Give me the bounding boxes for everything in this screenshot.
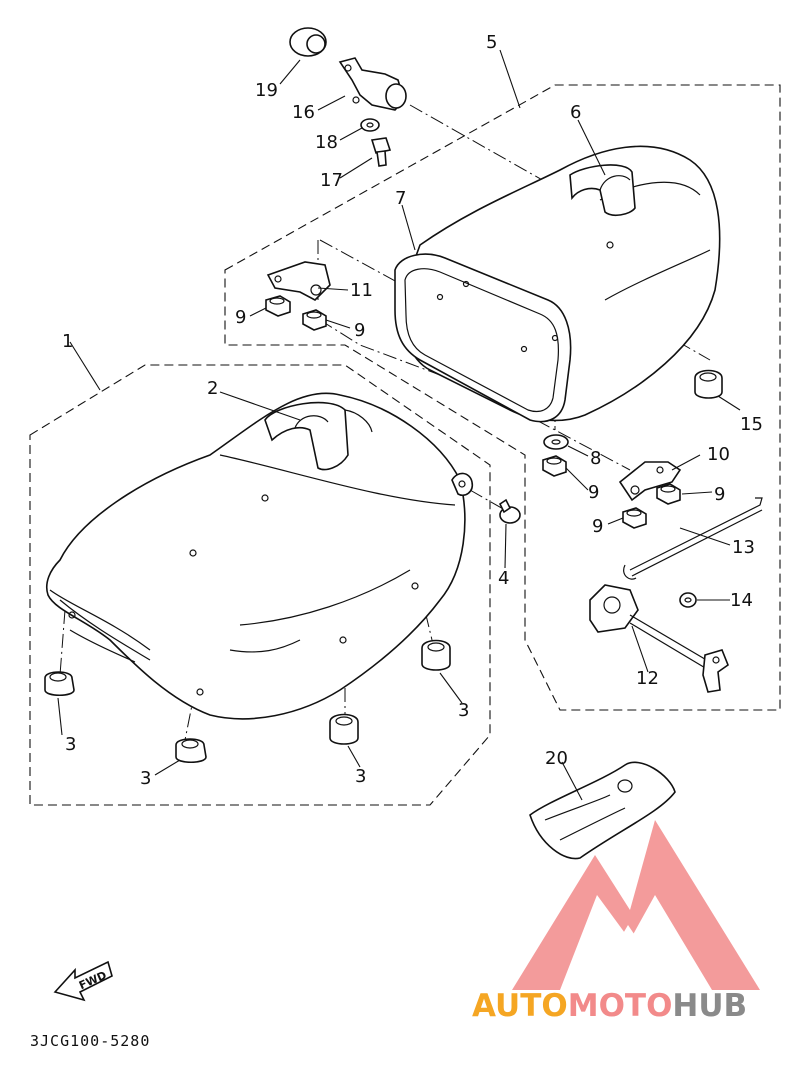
callout-18: 18 xyxy=(315,132,338,153)
rear-seat xyxy=(394,145,721,423)
part-3-damper-a xyxy=(44,671,75,697)
part-18-washer xyxy=(360,118,380,132)
callout-9a: 9 xyxy=(235,307,246,328)
part-9-nut-e xyxy=(622,507,647,529)
callout-3b: 3 xyxy=(140,768,151,789)
callout-13: 13 xyxy=(732,537,755,558)
part-10-bracket xyxy=(618,461,682,502)
callout-3c: 3 xyxy=(355,766,366,787)
callout-7: 7 xyxy=(395,188,406,209)
group-box-front-seat xyxy=(29,364,491,806)
callout-9c: 9 xyxy=(588,482,599,503)
callout-20: 20 xyxy=(545,748,568,769)
callouts: 1 2 3 3 3 3 4 5 6 7 8 9 9 9 9 9 10 11 12… xyxy=(62,32,763,789)
callout-1: 1 xyxy=(62,331,73,352)
part-13-rod xyxy=(623,497,763,580)
part-20-bag xyxy=(529,761,676,860)
leader-lines xyxy=(57,49,741,801)
callout-9d: 9 xyxy=(714,484,725,505)
part-3-damper-c xyxy=(329,713,359,745)
part-9-nut-d xyxy=(656,483,681,505)
callout-5: 5 xyxy=(486,32,497,53)
callout-16: 16 xyxy=(292,102,315,123)
callout-19: 19 xyxy=(255,80,278,101)
callout-15: 15 xyxy=(740,414,763,435)
callout-8: 8 xyxy=(590,448,601,469)
part-9-nut-b xyxy=(302,309,327,331)
rear-seat-strap xyxy=(569,164,636,217)
part-11-bracket xyxy=(266,261,331,301)
callout-9b: 9 xyxy=(354,320,365,341)
part-14-washer xyxy=(679,592,697,608)
callout-2: 2 xyxy=(207,378,218,399)
watermark-logo xyxy=(512,820,760,990)
watermark-hub: HUB xyxy=(672,988,747,1024)
part-15-damper xyxy=(694,369,723,399)
callout-12: 12 xyxy=(636,668,659,689)
watermark-text: AUTOMOTOHUB xyxy=(472,988,747,1024)
callout-11: 11 xyxy=(350,280,373,301)
part-8-washer xyxy=(543,434,569,450)
watermark-moto: MOTO xyxy=(568,988,673,1024)
front-seat-strap xyxy=(264,401,349,471)
part-16-lock xyxy=(338,57,407,111)
callout-10: 10 xyxy=(707,444,730,465)
part-9-nut-c xyxy=(542,455,567,477)
part-17-bolt xyxy=(370,137,392,167)
part-4-bolt xyxy=(498,498,521,524)
callout-4: 4 xyxy=(498,568,509,589)
part-9-nut-a xyxy=(265,295,291,317)
fwd-arrow: FWD xyxy=(53,960,113,1002)
callout-17: 17 xyxy=(320,170,343,191)
callout-9e: 9 xyxy=(592,516,603,537)
group-box-rear-seat xyxy=(224,84,781,711)
callout-3d: 3 xyxy=(458,700,469,721)
callout-3a: 3 xyxy=(65,734,76,755)
part-19-cap xyxy=(289,27,327,57)
part-12-lock-assembly xyxy=(589,584,729,693)
part-3-damper-b xyxy=(175,738,207,764)
callout-14: 14 xyxy=(730,590,753,611)
part-3-damper-d xyxy=(421,639,451,671)
callout-6: 6 xyxy=(570,102,581,123)
front-seat xyxy=(45,392,474,720)
watermark-auto: AUTO xyxy=(472,988,568,1024)
drawing-code: 3JCG100-5280 xyxy=(30,1032,150,1050)
